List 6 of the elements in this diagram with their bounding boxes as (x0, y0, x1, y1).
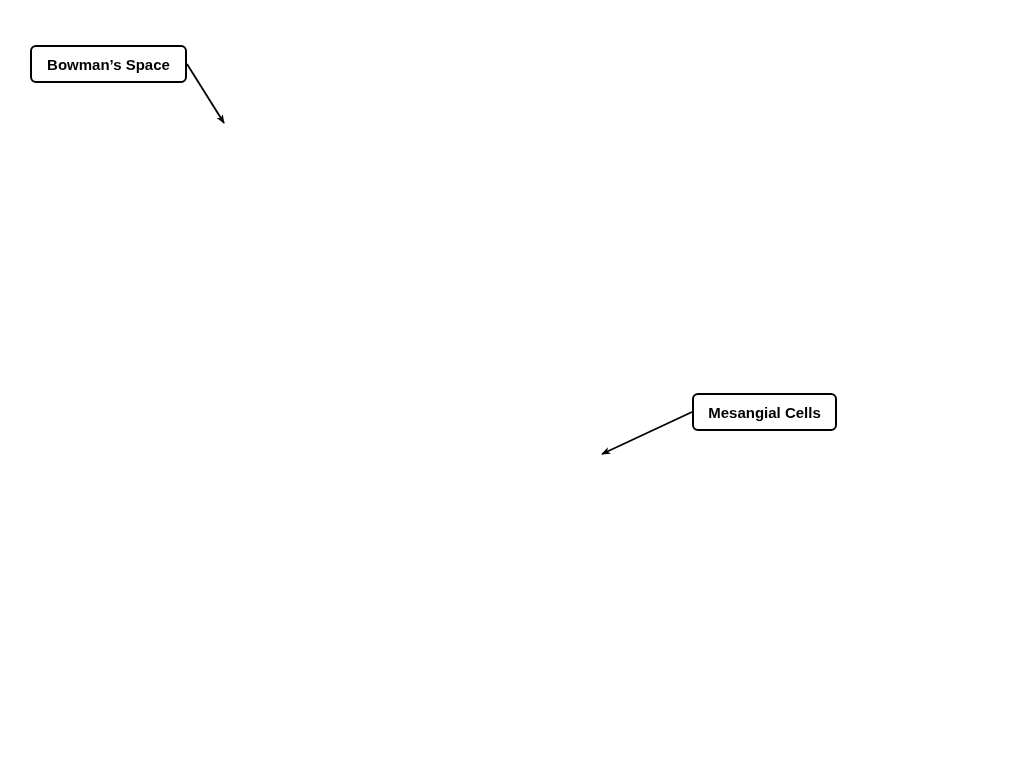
label-text: Mesangial Cells (708, 403, 821, 421)
leader-arrow (601, 411, 693, 455)
label-box (30, 45, 187, 83)
leader-arrow (186, 63, 225, 124)
label-box (692, 393, 837, 431)
label-text: Bowman’s Space (47, 55, 170, 73)
